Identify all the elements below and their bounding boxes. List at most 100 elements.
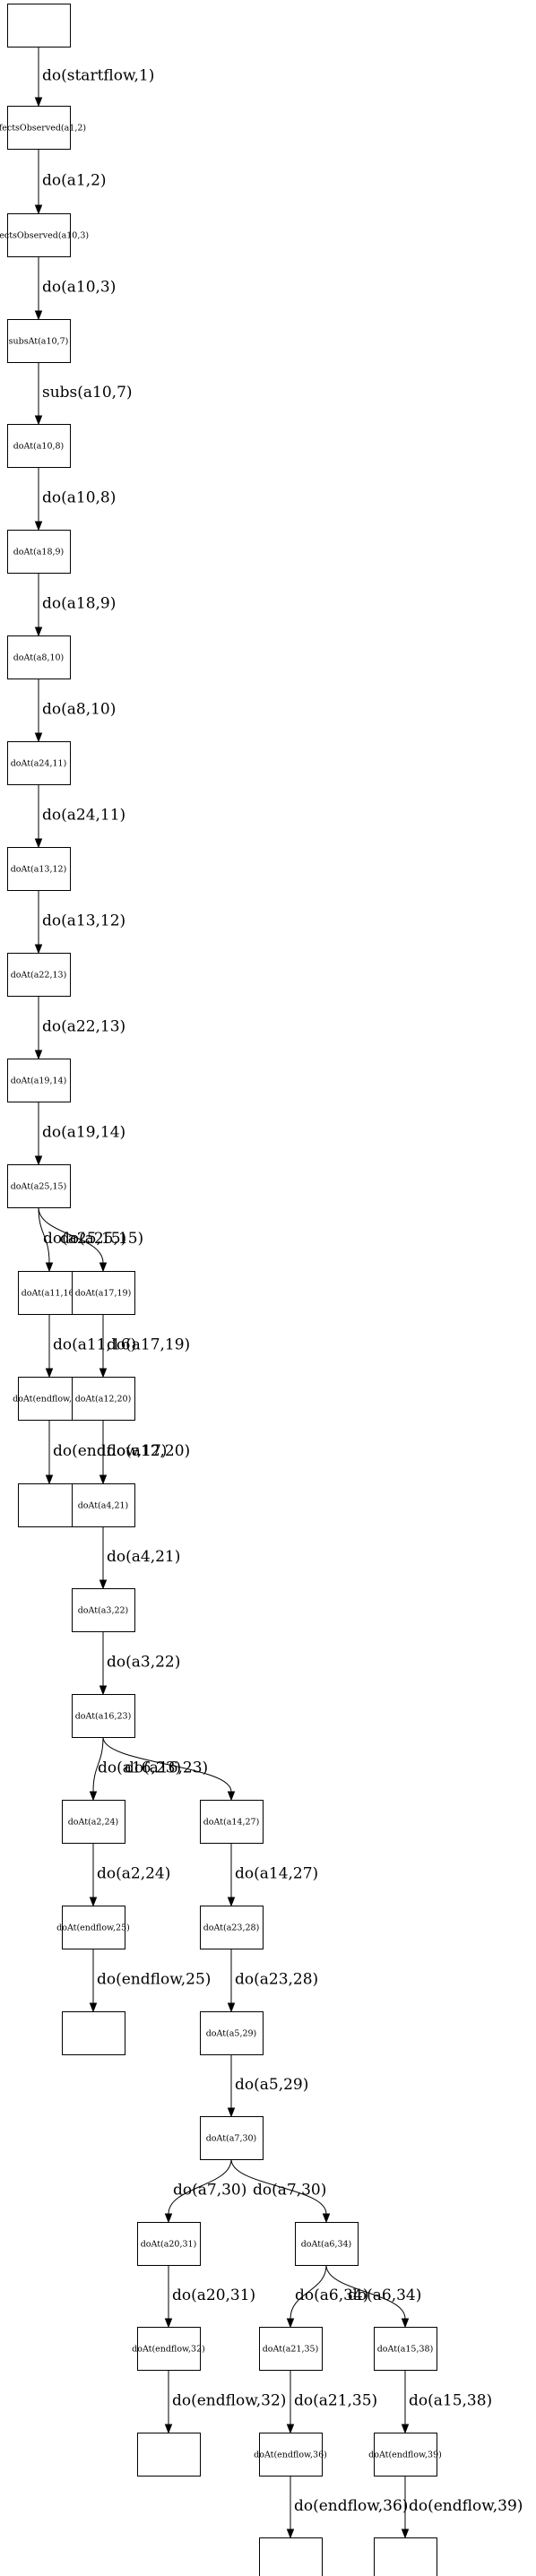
state-node-empty xyxy=(374,2537,437,2576)
node-label: doAt(a13,12) xyxy=(11,865,67,875)
transition-edge: subs(a10,7) xyxy=(34,362,133,426)
arrowhead xyxy=(286,2424,295,2434)
node-label: doAt(a6,34) xyxy=(301,2240,352,2250)
arrowhead xyxy=(34,1155,43,1166)
edge-label: do(a3,22) xyxy=(107,1654,180,1672)
edge-label: do(a16,23) xyxy=(125,1759,208,1777)
state-node-empty xyxy=(137,2433,201,2477)
edge-label: do(a6,34) xyxy=(295,2286,368,2304)
transition-edge: do(a6,34) xyxy=(325,2264,421,2329)
transition-edge: do(a3,22) xyxy=(99,1631,180,1696)
arrowhead xyxy=(286,2528,295,2539)
node-box xyxy=(200,1800,264,1844)
edge-label: do(a23,28) xyxy=(235,1971,318,1989)
state-node: doAt(a7,30) xyxy=(200,2116,264,2160)
arrowhead xyxy=(99,1474,108,1485)
state-node: doAt(a20,31) xyxy=(137,2222,201,2266)
arrowhead xyxy=(89,2002,98,2013)
edge-label: do(a7,30) xyxy=(173,2182,246,2200)
node-box xyxy=(137,2433,201,2477)
edge-label: do(a5,29) xyxy=(235,2076,308,2094)
arrowhead xyxy=(286,2318,295,2329)
node-box xyxy=(62,1906,125,1949)
state-node: doAt(a5,29) xyxy=(200,2011,264,2055)
arrowhead xyxy=(164,2424,173,2434)
edge-line xyxy=(38,1206,50,1264)
transition-edge: do(a7,30) xyxy=(230,2158,331,2224)
state-node-empty xyxy=(18,1483,82,1527)
state-node: doAt(a12,20) xyxy=(72,1377,135,1421)
transition-edge: do(a16,23) xyxy=(89,1736,181,1802)
node-label: doAt(a16,23) xyxy=(75,1712,132,1722)
edge-line xyxy=(38,1206,104,1264)
arrowhead xyxy=(89,1897,98,1907)
transition-edge: do(a10,8) xyxy=(34,467,116,532)
state-node: doAt(endflow,25) xyxy=(56,1906,130,1949)
node-box xyxy=(259,2327,323,2371)
arrowhead xyxy=(34,97,43,108)
node-box xyxy=(7,953,71,997)
edge-label: do(a21,35) xyxy=(294,2392,377,2410)
state-node: doAt(a16,23) xyxy=(72,1694,135,1738)
transition-edge: do(a1,2) xyxy=(34,149,107,215)
state-node: doAt(a23,28) xyxy=(200,1906,264,1949)
node-box xyxy=(200,1906,264,1949)
edge-label: do(endflow,25) xyxy=(97,1971,211,1989)
edge-label: do(a18,9) xyxy=(42,595,116,613)
arrowhead xyxy=(34,204,43,215)
node-box xyxy=(137,2222,201,2266)
arrowhead xyxy=(89,1791,98,1802)
node-label: doAt(a24,11) xyxy=(11,759,67,769)
node-label: doAt(endflow,36) xyxy=(254,2451,327,2460)
node-box xyxy=(200,2116,264,2160)
node-box xyxy=(7,847,71,891)
edge-label: do(endflow,39) xyxy=(409,2497,523,2515)
node-label: doAt(a5,29) xyxy=(206,2029,257,2039)
edge-label: do(a6,34) xyxy=(348,2286,421,2304)
node-label: doAt(a17,19) xyxy=(75,1289,132,1299)
arrowhead xyxy=(99,1262,108,1273)
transition-edge: do(endflow,17) xyxy=(45,1420,167,1485)
edge-line xyxy=(168,2158,232,2215)
edge-label: do(startflow,1) xyxy=(42,67,154,85)
transition-edge: do(a17,19) xyxy=(99,1314,190,1379)
node-label: subsAt(a10,7) xyxy=(9,337,69,347)
node-label: doAt(a14,27) xyxy=(203,1818,260,1828)
arrowhead xyxy=(45,1474,54,1485)
state-node: doAt(a17,19) xyxy=(72,1271,135,1315)
arrowhead xyxy=(34,627,43,637)
arrowhead xyxy=(99,1579,108,1590)
node-label: doAt(a19,14) xyxy=(11,1076,67,1086)
node-box xyxy=(72,1483,135,1527)
edge-label: do(a4,21) xyxy=(107,1548,180,1566)
state-node: doAt(a2,24) xyxy=(62,1800,125,1844)
transition-edge: do(a20,31) xyxy=(164,2265,255,2329)
node-box xyxy=(295,2222,359,2266)
state-node: doAt(a10,8) xyxy=(7,424,71,468)
transition-edge: do(a25,15) xyxy=(38,1206,126,1273)
transition-edge: do(a12,20) xyxy=(99,1420,190,1485)
transition-edge: do(a23,28) xyxy=(227,1949,318,2013)
transition-edge: do(a25,15) xyxy=(38,1206,143,1273)
state-node: doAt(a4,21) xyxy=(72,1483,135,1527)
state-node: doAt(a14,27) xyxy=(200,1800,264,1844)
state-node-empty xyxy=(62,2011,125,2055)
node-box xyxy=(7,530,71,574)
edge-label: do(a19,14) xyxy=(42,1124,125,1142)
state-node: doAt(a18,9) xyxy=(7,530,71,574)
transition-edge: do(a8,10) xyxy=(34,679,116,743)
node-label: doAt(endflow,39) xyxy=(368,2451,442,2460)
edge-label: do(endflow,17) xyxy=(53,1442,167,1460)
transition-edge: do(a19,14) xyxy=(34,1102,125,1166)
transition-edge: do(a6,34) xyxy=(286,2264,368,2329)
edge-label: do(endflow,36) xyxy=(294,2497,408,2515)
arrowhead xyxy=(401,2318,410,2329)
edge-label: do(a7,30) xyxy=(253,2182,326,2200)
state-node: doAt(a21,35) xyxy=(259,2327,323,2371)
edge-label: do(a1,2) xyxy=(42,172,107,190)
edge-label: do(a22,13) xyxy=(42,1018,125,1036)
edge-label: do(a15,38) xyxy=(409,2392,492,2410)
node-label: doAt(a18,9) xyxy=(13,548,65,558)
node-label: doAt(a12,20) xyxy=(75,1395,132,1405)
node-box xyxy=(374,2327,437,2371)
